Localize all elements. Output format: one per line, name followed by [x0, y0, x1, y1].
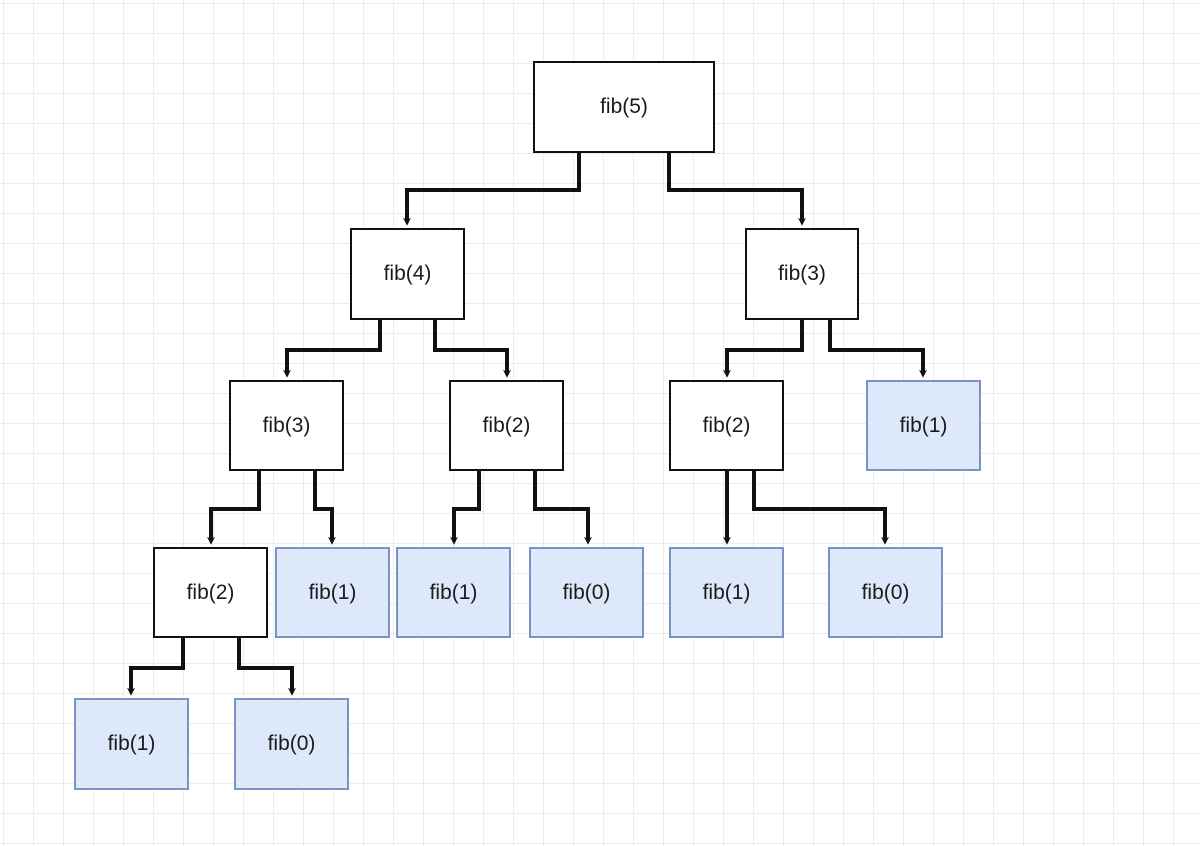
- node-fib2-mid[interactable]: fib(2): [449, 380, 564, 471]
- edge-fib3l-to-fib2: [207, 471, 261, 545]
- edge-fib3r-to-fib2: [723, 320, 804, 378]
- edge-fib4-to-fib3: [283, 320, 382, 378]
- node-fib3-left[interactable]: fib(3): [229, 380, 344, 471]
- node-fib1-base[interactable]: fib(1): [396, 547, 511, 638]
- edge-fib2b-to-fib1: [127, 638, 185, 696]
- node-fib2-bottom-left[interactable]: fib(2): [153, 547, 268, 638]
- edge-fib2b-to-fib0: [237, 638, 296, 696]
- edge-fib3r-to-fib1: [828, 320, 927, 378]
- node-fib1-base[interactable]: fib(1): [275, 547, 390, 638]
- node-fib1-base[interactable]: fib(1): [669, 547, 784, 638]
- edge-fib5-to-fib4: [403, 153, 581, 226]
- node-fib4[interactable]: fib(4): [350, 228, 465, 320]
- node-fib0-base[interactable]: fib(0): [828, 547, 943, 638]
- edge-fib5-to-fib3: [667, 153, 806, 226]
- node-fib0-base[interactable]: fib(0): [234, 698, 349, 790]
- node-fib3-right[interactable]: fib(3): [745, 228, 859, 320]
- node-fib2-right[interactable]: fib(2): [669, 380, 784, 471]
- edge-fib2m-to-fib0: [533, 471, 592, 545]
- edge-fib4-to-fib2: [433, 320, 511, 378]
- node-fib0-base[interactable]: fib(0): [529, 547, 644, 638]
- node-fib1-base[interactable]: fib(1): [866, 380, 981, 471]
- node-fib1-base[interactable]: fib(1): [74, 698, 189, 790]
- edge-fib2r-to-fib0: [752, 471, 889, 545]
- node-fib5-root[interactable]: fib(5): [533, 61, 715, 153]
- edge-fib2m-to-fib1: [450, 471, 481, 545]
- edge-fib3l-to-fib1: [313, 471, 336, 545]
